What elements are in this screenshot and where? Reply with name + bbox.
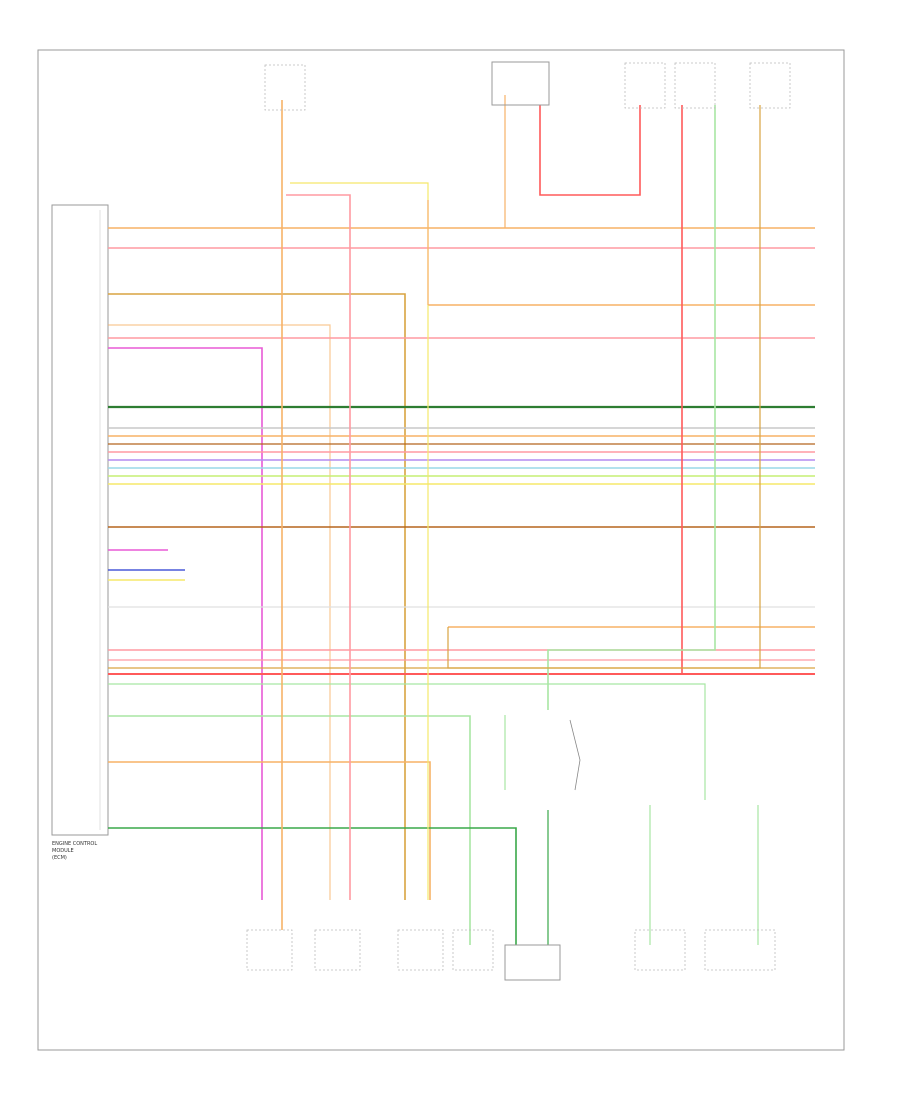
ecm-caption-2: MODULE bbox=[52, 848, 74, 854]
component-7 bbox=[704, 929, 776, 971]
bottom-components bbox=[246, 929, 776, 981]
ecm-caption-3: (ECM) bbox=[52, 855, 67, 861]
hot-at-all-times-fuse bbox=[264, 64, 306, 111]
fuse-block-1 bbox=[624, 62, 666, 109]
top-fuse-blocks bbox=[264, 61, 791, 111]
ecm-wires bbox=[108, 227, 815, 945]
ground-symbol bbox=[569, 719, 581, 791]
component-1 bbox=[246, 929, 293, 971]
ecm-module: ENGINE CONTROL MODULE (ECM) bbox=[51, 204, 109, 861]
component-6 bbox=[634, 929, 686, 971]
grounds bbox=[569, 719, 581, 791]
diagram-border bbox=[37, 49, 845, 1051]
fuse-block-2 bbox=[674, 62, 716, 109]
main-relay-box bbox=[491, 61, 550, 106]
component-2 bbox=[314, 929, 361, 971]
fuse-block-3 bbox=[749, 62, 791, 109]
component-4 bbox=[452, 929, 494, 971]
ecm-caption-1: ENGINE CONTROL bbox=[52, 841, 97, 847]
component-5 bbox=[504, 944, 561, 981]
power-feeds bbox=[281, 95, 761, 945]
component-3 bbox=[397, 929, 444, 971]
